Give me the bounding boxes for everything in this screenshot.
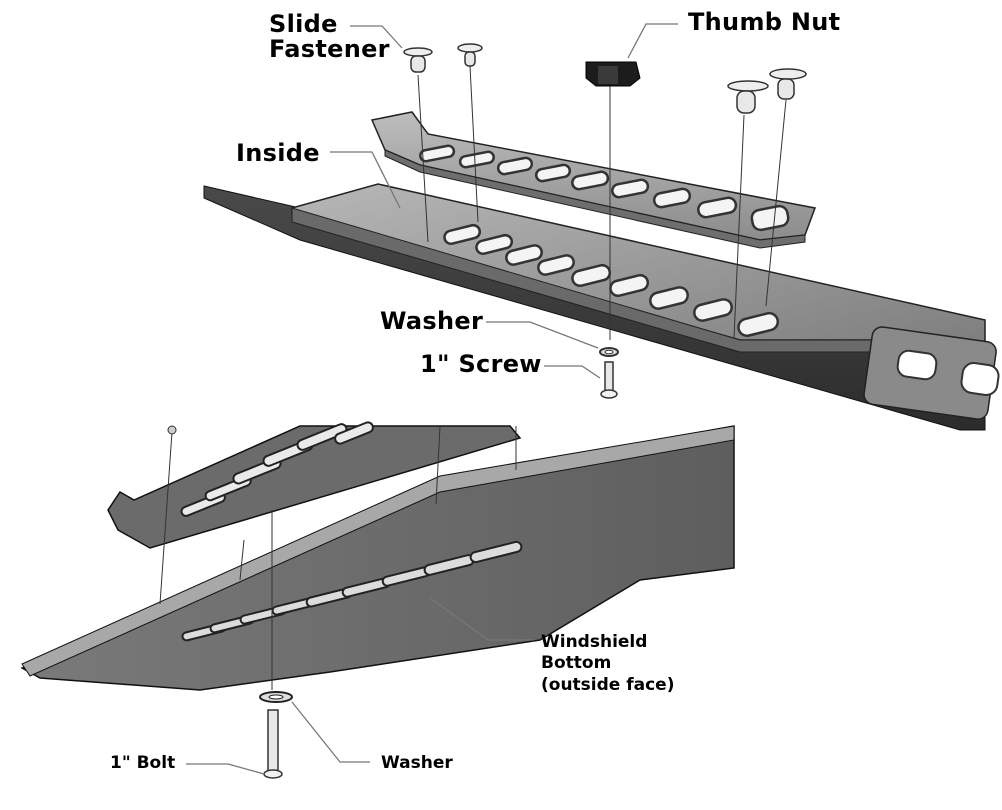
slide-fastener-1 bbox=[403, 47, 433, 73]
windshield-bottom-label-line3: (outside face) bbox=[541, 674, 675, 695]
bolt-label: 1" Bolt bbox=[110, 753, 176, 773]
top-leader-lines bbox=[330, 23, 678, 379]
bottom-leader-lines bbox=[186, 597, 534, 775]
windshield-bottom-label-line1: Windshield bbox=[541, 632, 648, 652]
windshield-bottom-label-line2: Bottom bbox=[541, 653, 612, 674]
top-washer bbox=[599, 347, 619, 357]
inside-label: Inside bbox=[236, 139, 320, 167]
upper-bar-slots bbox=[419, 144, 790, 232]
slide-fastener-label-line2: Fastener bbox=[269, 35, 390, 64]
top-screw bbox=[600, 361, 618, 399]
windshield-bottom-label: Windshield Bottom (outside face) bbox=[541, 632, 675, 696]
slide-fastener-label-line1: Slide bbox=[269, 10, 338, 38]
slide-fastener-4 bbox=[769, 68, 807, 100]
thumb-nut-label: Thumb Nut bbox=[688, 8, 841, 36]
bottom-inner-slots bbox=[180, 421, 374, 517]
upper-bar-front-face bbox=[384, 149, 806, 249]
top-panel bbox=[203, 23, 1000, 431]
thumb-nut bbox=[585, 61, 641, 87]
top-washer-label: Washer bbox=[380, 307, 484, 335]
bottom-inner-plate bbox=[107, 425, 522, 549]
bottom-washer bbox=[259, 691, 293, 703]
bottom-washer-label: Washer bbox=[381, 753, 453, 773]
bottom-assembly-lines bbox=[159, 425, 517, 690]
slide-fastener-3 bbox=[727, 80, 769, 114]
bottom-panel bbox=[20, 421, 735, 779]
windshield-bottom-slots bbox=[181, 540, 523, 642]
slide-fastener-2 bbox=[457, 43, 483, 67]
bottom-bolt bbox=[263, 709, 283, 779]
inside-plate-slots bbox=[443, 223, 780, 338]
screw-label: 1" Screw bbox=[420, 350, 542, 378]
windshield-bottom-edge bbox=[21, 425, 735, 677]
slide-fastener-label: Slide Fastener bbox=[269, 10, 390, 64]
top-assembly-lines bbox=[417, 65, 787, 340]
top-pin-marker bbox=[167, 425, 177, 435]
